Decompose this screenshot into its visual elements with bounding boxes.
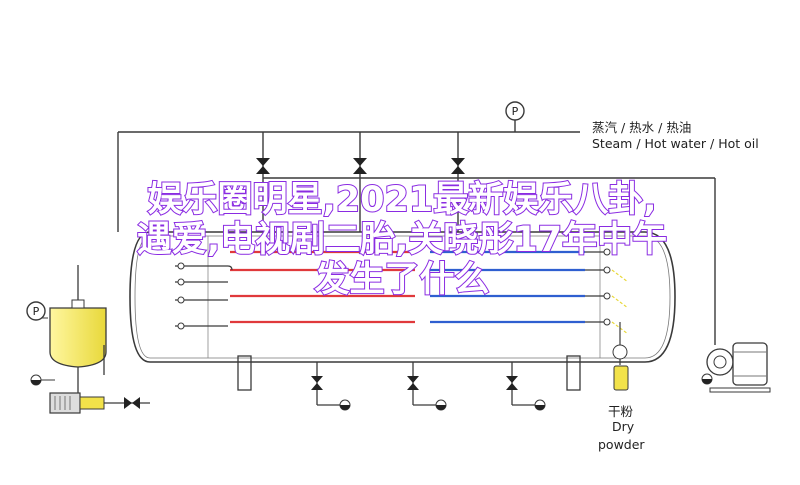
- drain-trap-icons: [339, 399, 546, 411]
- end-valve-icons: [177, 248, 611, 330]
- pressure-gauge-icon: P: [505, 101, 525, 121]
- dry-powder-en-1: Dry: [612, 419, 635, 434]
- overlay-title-line3: 发生了什么: [313, 259, 490, 301]
- feed-tank: [49, 265, 107, 405]
- dry-powder-cn: 干粉: [608, 404, 634, 419]
- drain-valve-icons: [311, 376, 518, 390]
- legend-cn: 蒸汽 / 热水 / 热油: [592, 120, 692, 135]
- pump-icon: [49, 392, 150, 414]
- legend-en: Steam / Hot water / Hot oil: [592, 136, 759, 151]
- overlay-title-line2: 遇爱,电视剧二胎,关晓彤17年中午: [136, 219, 668, 261]
- supply-piping: [117, 117, 716, 345]
- bottom-drains: [237, 355, 581, 406]
- tank-trap-icons: [30, 374, 55, 386]
- valve-icons: [256, 158, 465, 174]
- heating-coils: [230, 250, 585, 324]
- dry-powder-en-2: powder: [598, 437, 645, 452]
- overlay-title-line1: 娱乐圈明星,2021最新娱乐八卦,: [146, 179, 657, 221]
- gauge-label: P: [33, 305, 40, 318]
- overlay-title: 娱乐圈明星,2021最新娱乐八卦, 遇爱,电视剧二胎,关晓彤17年中午 发生了什…: [22, 179, 782, 301]
- pressure-gauge-icon-left: P: [26, 301, 48, 321]
- gauge-label: P: [512, 105, 519, 118]
- dry-powder-unit: [612, 322, 629, 391]
- separator: [701, 342, 771, 393]
